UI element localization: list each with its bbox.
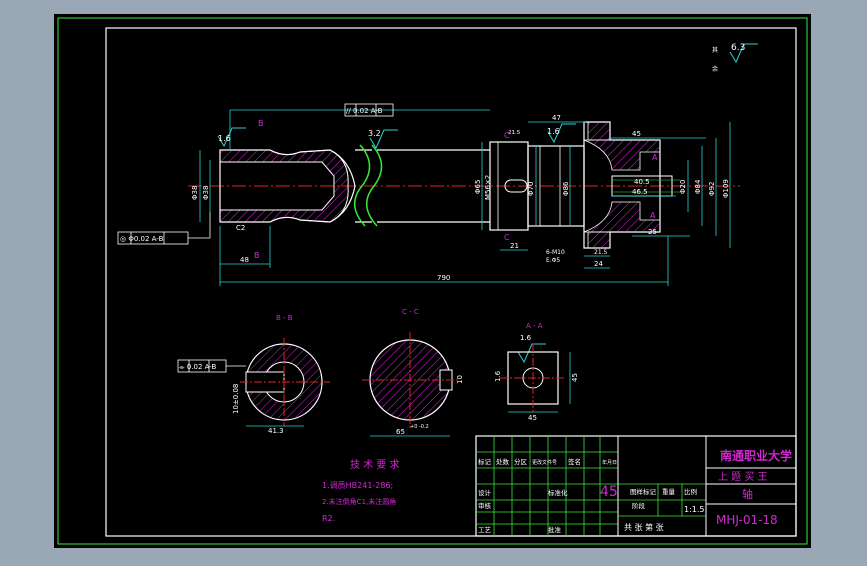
tb-date: 年月日 bbox=[602, 459, 617, 466]
dim-phi109: Φ109 bbox=[722, 179, 730, 198]
dim-phi20: Φ20 bbox=[679, 180, 687, 194]
tb-count: 处数 bbox=[496, 457, 510, 466]
dim-aa-height: 45 bbox=[571, 373, 579, 382]
finish-r2: 3.2 bbox=[368, 129, 381, 138]
section-bb-title: B - B bbox=[276, 314, 293, 322]
label-a-top: A bbox=[652, 153, 658, 162]
runout-tolerance: ◎ Φ0.02 A-B bbox=[120, 235, 164, 243]
dim-cc-tol: +0 -0.2 bbox=[410, 424, 429, 430]
dim-21-5b: 21.5 bbox=[594, 249, 608, 256]
surface-finish-marks bbox=[217, 43, 758, 364]
tb-std: 标准化 bbox=[548, 488, 568, 497]
dim-phi92: Φ92 bbox=[708, 182, 716, 196]
title-block: 南通职业大学 上 题 买 王 轴 MHJ-01-18 1:1.5 45 标记 设… bbox=[475, 435, 797, 537]
section-bb: B - B ⌯ 0.02 A-B 41.3 10±0.08 bbox=[177, 314, 330, 435]
dim-phi86: Φ86 bbox=[562, 181, 570, 196]
dim-21-5a: 21.5 bbox=[508, 130, 521, 136]
dim-cc-slot: 10 bbox=[456, 375, 464, 384]
dim-cc-dia: 65 bbox=[396, 428, 405, 436]
dim-bb-width: 41.3 bbox=[268, 427, 284, 435]
technical-notes: 技 术 要 求 1.调质HB241-286; 2.未注倒角C1,未注圆角 R2. bbox=[322, 458, 400, 523]
finish-other-label-1: 其 bbox=[712, 46, 718, 54]
outer-border bbox=[57, 17, 808, 545]
section-cc: C - C 65 +0 -0.2 10 bbox=[362, 308, 464, 437]
label-c-top: C bbox=[504, 131, 510, 140]
notes-line-1: 1.调质HB241-286; bbox=[322, 480, 393, 490]
notes-line-3: R2. bbox=[322, 514, 335, 523]
dim-phi38: Φ38 bbox=[191, 186, 199, 200]
dim-holes: 6-M10 bbox=[546, 249, 565, 256]
section-cc-title: C - C bbox=[402, 308, 419, 316]
dim-48: 48 bbox=[240, 256, 249, 264]
break-line-left bbox=[354, 144, 371, 227]
scale: 1:1.5 bbox=[684, 505, 705, 514]
dim-21: 21 bbox=[510, 242, 519, 250]
dim-aa-width: 45 bbox=[528, 414, 537, 422]
tb-mark: 标记 bbox=[478, 457, 492, 466]
tb-file: 更改文件号 bbox=[532, 459, 557, 466]
label-a-bottom: A bbox=[650, 211, 656, 220]
inner-frame bbox=[105, 27, 797, 537]
tb-zone: 分区 bbox=[514, 457, 528, 466]
dim-m56: M56×2 bbox=[484, 175, 492, 200]
sheet-background bbox=[54, 14, 811, 548]
finish-r4: 1.6 bbox=[494, 370, 502, 382]
break-line-right bbox=[366, 144, 383, 227]
symmetry-tolerance: ⌯ 0.02 A-B bbox=[179, 363, 217, 371]
dim-24: 24 bbox=[594, 260, 603, 268]
tb-check: 审核 bbox=[478, 501, 492, 510]
dim-phi38b: Φ38 bbox=[202, 186, 210, 200]
dim-c2: C2 bbox=[236, 224, 245, 232]
dim-overall-length: 790 bbox=[437, 274, 450, 282]
dim-45: 45 bbox=[632, 130, 641, 138]
dim-phi84: Φ84 bbox=[694, 179, 702, 194]
finish-other-label-2: 余 bbox=[712, 65, 718, 73]
dimension-lines bbox=[199, 109, 731, 286]
school-name: 南通职业大学 bbox=[720, 448, 792, 463]
main-view: // 0.02 A-B ◎ Φ0.02 A-B 1.6 3.2 1.6 6.3 … bbox=[117, 43, 758, 364]
dim-47: 47 bbox=[552, 114, 561, 122]
label-b-top: B bbox=[258, 119, 264, 128]
finish-r3: 1.6 bbox=[547, 127, 560, 136]
section-aa: A - A 45 45 1.6 1.6 bbox=[494, 322, 579, 422]
material: 45 bbox=[600, 484, 618, 500]
left-fork-hatch bbox=[219, 149, 349, 223]
tb-process: 工艺 bbox=[478, 526, 492, 534]
finish-r1: 1.6 bbox=[218, 134, 231, 143]
tb-approve: 批准 bbox=[548, 525, 562, 534]
finish-aa: 1.6 bbox=[520, 334, 532, 342]
label-c-bottom: C bbox=[504, 233, 510, 242]
notes-line-2: 2.未注倒角C1,未注圆角 bbox=[322, 497, 396, 506]
parallel-tolerance: // 0.02 A-B bbox=[346, 107, 383, 115]
dim-25: 25 bbox=[648, 228, 657, 236]
tb-ratio: 比例 bbox=[684, 487, 697, 496]
drawing-number: MHJ-01-18 bbox=[716, 513, 778, 527]
label-b-bottom: B bbox=[254, 251, 260, 260]
section-aa-title: A - A bbox=[526, 322, 543, 330]
dim-phi70: Φ70 bbox=[527, 182, 535, 196]
dim-phi65: Φ65 bbox=[474, 180, 482, 194]
tb-design: 设计 bbox=[478, 488, 492, 497]
tb-weight: 重量 bbox=[662, 488, 676, 496]
part-name: 上 题 买 王 bbox=[718, 471, 768, 483]
notes-title: 技 术 要 求 bbox=[350, 458, 400, 471]
dim-40-5: 40.5 bbox=[634, 178, 650, 186]
drawing-name: 轴 bbox=[742, 487, 753, 501]
tb-stage: 阶段 bbox=[632, 501, 646, 510]
dim-holes-2: Ε.Φ5 bbox=[546, 257, 560, 264]
dim-bb-slot: 10±0.08 bbox=[232, 384, 240, 414]
dim-46-5: 46.5 bbox=[632, 188, 648, 196]
tb-marking: 图样标记 bbox=[630, 487, 657, 496]
tb-sheet: 共 张 第 张 bbox=[624, 522, 664, 532]
tb-sign: 签名 bbox=[568, 457, 581, 466]
finish-other: 6.3 bbox=[731, 43, 745, 53]
